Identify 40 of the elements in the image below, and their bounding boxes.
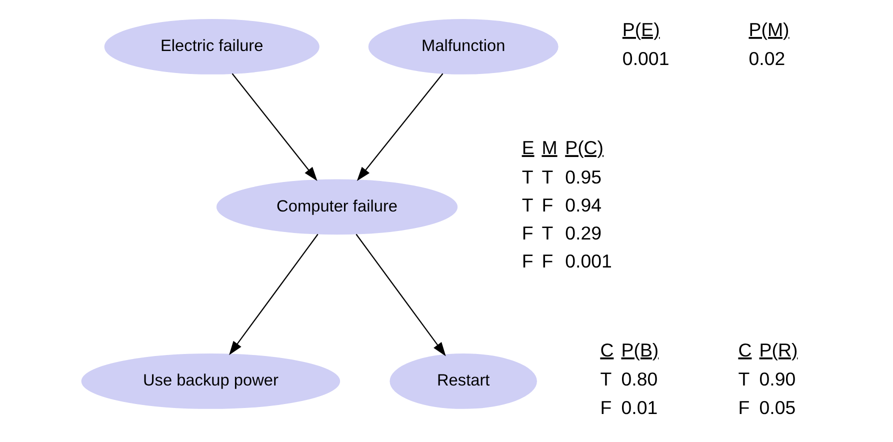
arrow	[356, 234, 446, 356]
node-label: F	[600, 396, 612, 418]
node-label: 0.01	[621, 396, 658, 418]
node-label: T	[522, 194, 534, 216]
node-label: T	[542, 222, 554, 244]
arrow	[356, 73, 444, 181]
node-label: T	[542, 166, 554, 188]
node-label: 0.02	[748, 48, 786, 70]
node-label: 0.29	[565, 222, 602, 244]
node-label: C	[738, 339, 752, 360]
node-label: F	[522, 250, 534, 272]
node-label: P(C)	[565, 137, 604, 158]
node-label: F	[542, 194, 554, 216]
node-label: 0.80	[621, 368, 658, 390]
node-label: P(E)	[622, 18, 660, 40]
node-ellipse: Malfunction	[368, 19, 558, 74]
node-label: P(B)	[621, 339, 659, 360]
node-label: T	[522, 166, 534, 188]
arrow	[229, 234, 318, 356]
node-ellipse: Restart	[390, 354, 537, 409]
node-label: 0.001	[622, 48, 670, 70]
node-ellipse: Computer failure	[216, 179, 458, 235]
node-label: P(R)	[759, 339, 798, 360]
node-label: 0.001	[565, 250, 612, 272]
node-label: F	[542, 250, 554, 272]
node-label: T	[600, 368, 612, 390]
node-label: F	[522, 222, 534, 244]
node-label: 0.95	[565, 166, 602, 188]
node-label: 0.05	[759, 396, 796, 418]
node-label: E	[522, 137, 534, 158]
node-label: C	[600, 339, 614, 360]
node-label: 0.90	[759, 368, 796, 390]
node-ellipse: Use backup power	[81, 354, 340, 409]
node-label: M	[542, 137, 558, 158]
arrow	[232, 73, 318, 181]
node-label: P(M)	[748, 18, 790, 40]
node-label: T	[738, 368, 750, 390]
node-label: F	[738, 396, 750, 418]
node-ellipse: Electric failure	[104, 19, 320, 74]
node-label: 0.94	[565, 194, 602, 216]
